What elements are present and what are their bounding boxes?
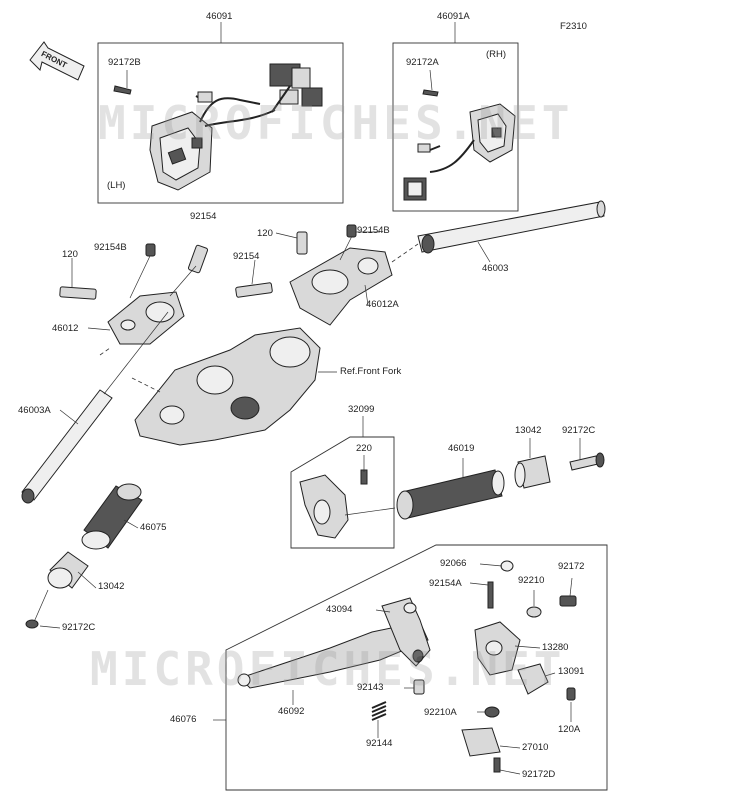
left-handlebar [21, 311, 169, 504]
label-13091: 13091 [558, 666, 585, 677]
throttle-box [290, 436, 395, 549]
label-46012: 46012 [52, 323, 79, 334]
label-32099: 32099 [348, 404, 375, 415]
label-92154-right: 92154 [233, 251, 260, 262]
label-92143: 92143 [357, 682, 384, 693]
clutch-lever [237, 597, 431, 689]
label-46003a: 46003A [18, 405, 51, 416]
label-46092: 46092 [278, 706, 305, 717]
label-13042-right: 13042 [515, 425, 542, 436]
label-ref-front-fork: Ref.Front Fork [340, 366, 402, 377]
right-clamp [235, 224, 419, 326]
label-46091: 46091 [206, 11, 233, 22]
label-46003: 46003 [482, 263, 509, 274]
right-switch-housing [403, 69, 516, 201]
label-46012a: 46012A [366, 299, 399, 310]
label-92154b-right: 92154B [357, 225, 390, 236]
figure-code: F2310 [560, 21, 587, 32]
label-46075: 46075 [140, 522, 167, 533]
label-92154-left: 92154 [190, 211, 217, 222]
label-92154a: 92154A [429, 578, 462, 589]
left-clamp [59, 243, 209, 356]
label-220: 220 [356, 443, 372, 454]
label-120-right: 120 [257, 228, 273, 239]
label-lh: (LH) [107, 180, 126, 191]
triple-clamp [131, 327, 337, 446]
label-rh: (RH) [486, 49, 507, 60]
front-arrow-icon [29, 41, 85, 81]
label-92172d: 92172D [522, 769, 556, 780]
left-switch-housing [113, 63, 323, 191]
label-92172: 92172 [558, 561, 585, 572]
lever-holder [371, 560, 577, 773]
label-92172c-right: 92172C [562, 425, 596, 436]
label-27010: 27010 [522, 742, 549, 753]
label-92172c-left: 92172C [62, 622, 96, 633]
lever-assembly-box [225, 544, 608, 791]
label-92172b: 92172B [108, 57, 141, 68]
label-92210: 92210 [518, 575, 545, 586]
label-92210a: 92210A [424, 707, 457, 718]
throttle-pulley [299, 469, 396, 539]
right-handlebar [417, 200, 606, 263]
label-92066: 92066 [440, 558, 467, 569]
label-13280: 13280 [542, 642, 569, 653]
left-grip [81, 483, 143, 550]
label-46076: 46076 [170, 714, 197, 725]
label-46019: 46019 [448, 443, 475, 454]
right-bar-end [514, 452, 605, 489]
watermark-top: MICROFICHES.NET [98, 96, 574, 150]
label-120-left: 120 [62, 249, 78, 260]
left-bar-end [25, 551, 89, 629]
label-92172a: 92172A [406, 57, 439, 68]
switch-rh-box [392, 42, 519, 212]
label-120a: 120A [558, 724, 581, 735]
label-92154b-left: 92154B [94, 242, 127, 253]
throttle-grip [396, 469, 505, 520]
watermark-bottom: MICROFICHES.NET [90, 642, 566, 696]
switch-lh-box [97, 42, 344, 204]
label-43094: 43094 [326, 604, 353, 615]
label-92144: 92144 [366, 738, 393, 749]
label-13042-left: 13042 [98, 581, 125, 592]
label-46091a: 46091A [437, 11, 470, 22]
